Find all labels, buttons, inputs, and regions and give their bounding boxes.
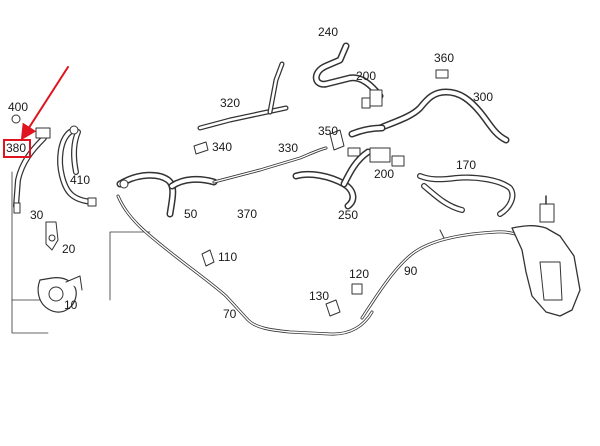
part-label-320[interactable]: 320 bbox=[220, 96, 241, 110]
part-label-400[interactable]: 400 bbox=[8, 100, 29, 114]
part-label-70[interactable]: 70 bbox=[223, 307, 237, 321]
callout-arrow bbox=[20, 66, 69, 141]
part-label-250[interactable]: 250 bbox=[338, 208, 359, 222]
part-label-360[interactable]: 360 bbox=[434, 51, 455, 65]
part-label-410[interactable]: 410 bbox=[70, 173, 91, 187]
part-label-130[interactable]: 130 bbox=[309, 289, 330, 303]
highlight-box-380 bbox=[3, 139, 31, 158]
part-label-300[interactable]: 300 bbox=[473, 90, 494, 104]
part-label-330[interactable]: 330 bbox=[278, 141, 299, 155]
part-label-200-top[interactable]: 200 bbox=[356, 69, 377, 83]
part-label-370[interactable]: 370 bbox=[237, 207, 258, 221]
part-label-30[interactable]: 30 bbox=[30, 208, 44, 222]
part-label-380[interactable]: 380 bbox=[6, 141, 27, 155]
part-label-20[interactable]: 20 bbox=[62, 242, 76, 256]
part-label-240[interactable]: 240 bbox=[318, 25, 339, 39]
part-label-90[interactable]: 90 bbox=[404, 264, 418, 278]
part-label-50[interactable]: 50 bbox=[184, 207, 198, 221]
part-label-110[interactable]: 110 bbox=[218, 250, 238, 264]
part-label-170[interactable]: 170 bbox=[456, 158, 477, 172]
part-label-120[interactable]: 120 bbox=[349, 267, 370, 281]
part-label-350[interactable]: 350 bbox=[318, 124, 339, 138]
part-label-200-mid[interactable]: 200 bbox=[374, 167, 395, 181]
part-label-340[interactable]: 340 bbox=[212, 140, 233, 154]
part-label-10[interactable]: 10 bbox=[64, 298, 78, 312]
